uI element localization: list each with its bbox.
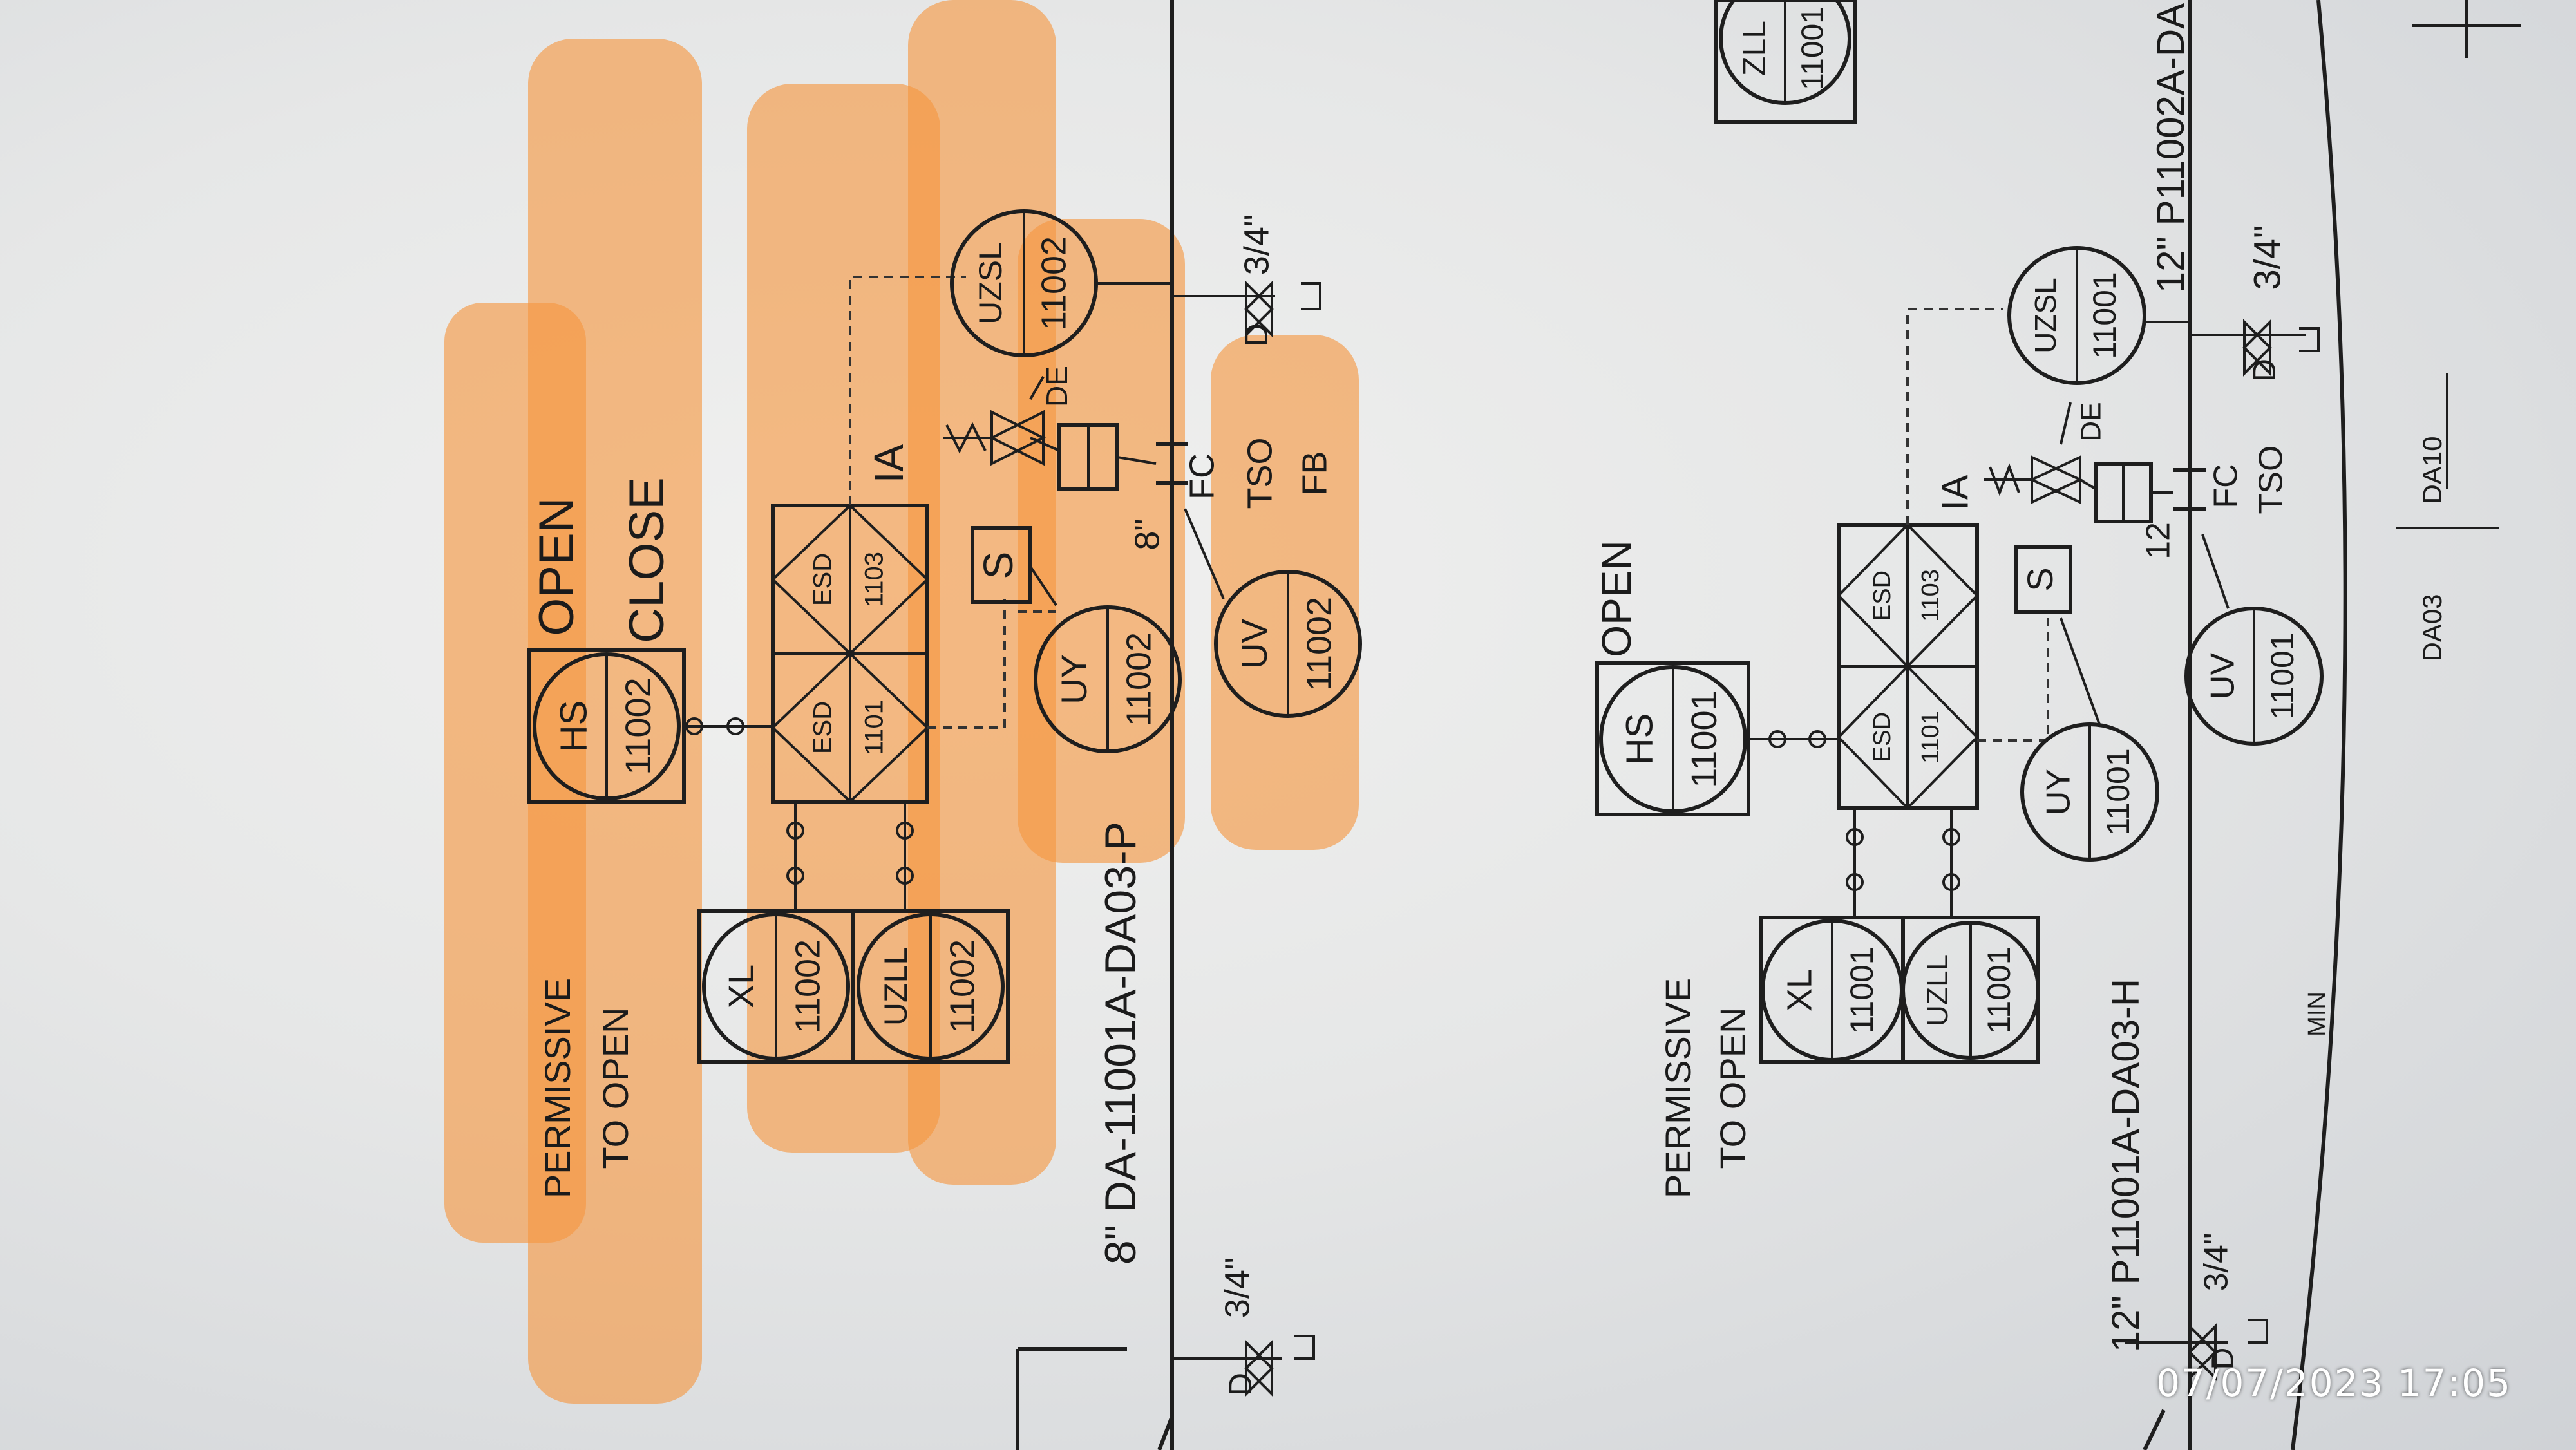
drain-upper-bottom-d: D bbox=[1222, 1373, 1258, 1396]
uzsl-11001-switch: UZSL 11001 bbox=[2007, 246, 2146, 385]
drain-valve-upper-bottom bbox=[1172, 1335, 1315, 1397]
fb-upper-label: FB bbox=[1295, 451, 1334, 495]
uv-11002-tag: UV bbox=[1234, 618, 1274, 668]
uzsl-11002-tag: UZSL bbox=[972, 242, 1009, 325]
permissive-label-lower-2: TO OPEN bbox=[1712, 1007, 1753, 1169]
uzsl-11002-num: 11002 bbox=[1034, 236, 1073, 330]
esd-b-lower-num: 1103 bbox=[1917, 569, 1944, 622]
hs-11002-num: 11002 bbox=[618, 677, 658, 775]
hs-11002-tag: HS bbox=[553, 701, 594, 753]
drain-upper-bottom-size: 3/4" bbox=[1218, 1257, 1256, 1318]
esd-11001-block: ESD 1101 ESD 1103 bbox=[1837, 523, 1979, 810]
drain-valve-upper-top bbox=[1172, 280, 1321, 338]
solenoid-lower-label: S bbox=[2020, 567, 2060, 591]
uzll-11001-light: UZLL 11001 bbox=[1901, 916, 2040, 1064]
de-upper-label: DE bbox=[1040, 366, 1074, 407]
hs-11001-open-label: OPEN bbox=[1593, 540, 1640, 657]
de-lower-label: DE bbox=[2076, 402, 2107, 441]
uzsl-11001-num: 11001 bbox=[2087, 272, 2123, 359]
hs-11001-tag: HS bbox=[1618, 713, 1660, 766]
esd-a-upper-tag: ESD bbox=[809, 701, 837, 754]
esd-b-lower-tag: ESD bbox=[1869, 570, 1896, 621]
drain-lower-top-d: D bbox=[2246, 359, 2282, 382]
hs-11002-open-label: OPEN bbox=[529, 497, 584, 636]
uv-11002-num: 11002 bbox=[1300, 597, 1338, 691]
drain-valve-lower-top bbox=[2190, 319, 2320, 377]
hs-11001-switch: HS 11001 bbox=[1595, 661, 1750, 816]
lower-loop: HS 11001 OPEN PERMISSIVE TO OPEN ESD 110… bbox=[1593, 0, 2521, 1450]
xl-11001-tag: XL bbox=[1780, 969, 1819, 1012]
actuator-valve-upper bbox=[943, 376, 1119, 491]
actuator-valve-lower bbox=[1984, 402, 2153, 523]
uy-11002-relay: UY 11002 bbox=[1034, 605, 1182, 753]
uzll-11002-num: 11002 bbox=[943, 939, 981, 1033]
xl-11002-num: 11002 bbox=[788, 939, 827, 1033]
solenoid-lower: S bbox=[2014, 545, 2072, 614]
drain-upper-top-d: D bbox=[1238, 323, 1274, 346]
shutoff-valve-upper bbox=[1117, 442, 1188, 485]
drain-valve-lower-bottom bbox=[2125, 1319, 2268, 1381]
uy-11001-tag: UY bbox=[2040, 769, 2078, 815]
uzll-11001-tag: UZLL bbox=[1920, 954, 1954, 1026]
min-label: MIN bbox=[2304, 992, 2331, 1037]
esd-b-upper-tag: ESD bbox=[809, 553, 837, 606]
photo-timestamp: 07/07/2023 17:05 bbox=[2156, 1361, 2512, 1405]
uv-11001-valve-tag: UV 11001 bbox=[2184, 607, 2324, 746]
spec-break-right: DA10 bbox=[2417, 436, 2447, 504]
tso-lower-label: TSO bbox=[2253, 446, 2290, 514]
uv-11001-tag: UV bbox=[2204, 653, 2242, 700]
drain-lower-top-size: 3/4" bbox=[2246, 225, 2288, 290]
pipe-line-lower-top: 12" P11002A-DA bbox=[2149, 3, 2192, 293]
esd-a-lower-num: 1101 bbox=[1917, 711, 1944, 764]
ia-upper-label: IA bbox=[866, 444, 912, 483]
uy-11002-tag: UY bbox=[1054, 654, 1094, 704]
zll-num: 11001 bbox=[1796, 6, 1830, 90]
drain-upper-top-size: 3/4" bbox=[1237, 214, 1276, 275]
uzll-11002-tag: UZLL bbox=[878, 947, 914, 1026]
hs-11002-close-label: CLOSE bbox=[620, 477, 674, 643]
pipe-line-upper: 8" DA-11001A-DA03-P bbox=[1096, 822, 1145, 1265]
drain-lower-bottom-d: D bbox=[2206, 1348, 2240, 1370]
hs-11001-num: 11001 bbox=[1683, 690, 1724, 788]
uv-11001-num: 11001 bbox=[2264, 632, 2300, 719]
uzsl-11001-tag: UZSL bbox=[2029, 278, 2062, 353]
size-lower-label: 12 bbox=[2140, 522, 2177, 560]
permissive-label-lower-1: PERMISSIVE bbox=[1658, 978, 1698, 1198]
shutoff-valve-lower bbox=[2151, 468, 2206, 511]
spec-break-left: DA03 bbox=[2417, 594, 2447, 661]
esd-a-upper-num: 1101 bbox=[860, 700, 889, 755]
fc-lower-label: FC bbox=[2208, 464, 2245, 508]
xl-11001-num: 11001 bbox=[1844, 946, 1880, 1033]
esd-a-lower-tag: ESD bbox=[1869, 712, 1896, 762]
solenoid-upper: S bbox=[971, 526, 1032, 604]
uv-11002-valve-tag: UV 11002 bbox=[1214, 570, 1362, 718]
uy-11002-num: 11002 bbox=[1119, 632, 1158, 726]
zll-tag: ZLL bbox=[1736, 21, 1772, 76]
size-upper-label: 8" bbox=[1128, 518, 1166, 550]
pipe-line-lower-bottom: 12" P11001A-DA03-H bbox=[2104, 979, 2147, 1353]
upper-loop: HS 11002 OPEN CLOSE PERMISSIVE TO OPEN E… bbox=[527, 0, 1362, 1450]
hs-11002-switch: HS 11002 bbox=[527, 648, 686, 804]
drain-lower-bottom-size: 3/4" bbox=[2198, 1233, 2235, 1292]
uy-11001-num: 11001 bbox=[2100, 748, 2136, 835]
esd-b-upper-num: 1103 bbox=[860, 552, 889, 607]
permissive-label-upper-2: TO OPEN bbox=[595, 1007, 636, 1169]
xl-11001-light: XL 11001 bbox=[1759, 916, 1905, 1064]
uzll-11002-light: UZLL 11002 bbox=[851, 909, 1010, 1064]
tso-upper-label: TSO bbox=[1240, 437, 1279, 509]
solenoid-upper-label: S bbox=[975, 552, 1021, 579]
zll-11001-indicator: ZLL 11001 bbox=[1714, 0, 1857, 124]
permissive-label-upper-1: PERMISSIVE bbox=[537, 978, 578, 1198]
ia-lower-label: IA bbox=[1934, 475, 1976, 510]
xl-11002-tag: XL bbox=[721, 965, 761, 1009]
fc-upper-label: FC bbox=[1182, 453, 1221, 500]
uzll-11001-num: 11001 bbox=[1981, 946, 2017, 1033]
uy-11001-relay: UY 11001 bbox=[2020, 722, 2159, 862]
